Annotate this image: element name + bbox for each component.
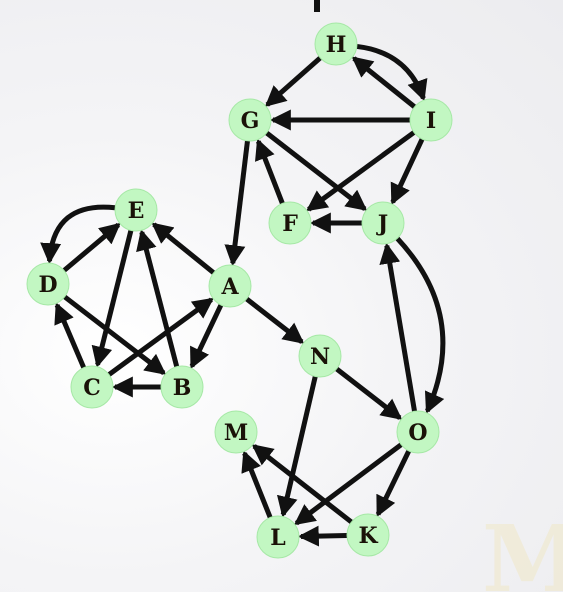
edge-n-to-l (277, 375, 318, 518)
node-d: D (26, 262, 70, 306)
node-label: G (241, 108, 260, 134)
node-b: B (160, 365, 204, 409)
edges-layer (40, 43, 446, 547)
node-label: C (83, 375, 101, 401)
edge-h-to-g (264, 56, 322, 107)
node-circle (268, 201, 312, 245)
node-label: J (376, 211, 388, 237)
edge-o-to-k (375, 449, 412, 518)
nodes-layer: A B C D E F G H I J K L M N O (26, 22, 453, 559)
node-circle (208, 264, 252, 308)
node-o: O (396, 410, 440, 454)
edge-o-to-j (379, 242, 417, 412)
node-a: A (208, 264, 252, 308)
edge-k-to-l (297, 525, 348, 547)
edge-i-to-f (306, 130, 416, 212)
node-circle (70, 365, 114, 409)
node-label: M (224, 420, 248, 446)
edge-c-to-a (107, 297, 214, 377)
node-circle (114, 188, 158, 232)
node-circle (409, 98, 453, 142)
node-m: M (214, 410, 258, 454)
edge-a-to-n (245, 296, 305, 344)
edge-a-to-e (151, 222, 216, 275)
edge-o-to-l (293, 442, 403, 526)
watermark-letter: M (482, 505, 563, 592)
edge-e-to-c (91, 229, 134, 368)
node-label: H (326, 32, 347, 58)
edge-d-to-e (62, 222, 121, 273)
edge-h-to-i (356, 43, 428, 102)
node-label: O (408, 420, 427, 446)
edge-j-to-o (395, 236, 446, 414)
node-circle (314, 22, 358, 66)
node-n: N (298, 334, 342, 378)
node-label: D (38, 272, 57, 298)
edge-g-to-a (224, 140, 250, 267)
node-label: B (173, 375, 192, 401)
node-label: I (426, 108, 436, 134)
edge-i-to-j (390, 137, 425, 206)
node-i: I (409, 98, 453, 142)
node-circle (214, 410, 258, 454)
node-f: F (268, 201, 312, 245)
node-j: J (361, 201, 405, 245)
node-circle (298, 334, 342, 378)
node-k: K (346, 513, 390, 557)
edge-d-to-b (63, 294, 167, 375)
edge-i-to-h (351, 56, 417, 109)
node-circle (396, 410, 440, 454)
node-circle (346, 513, 390, 557)
edge-l-to-m (241, 450, 273, 519)
edge-n-to-o (335, 366, 403, 420)
edge-k-to-m (251, 444, 353, 525)
node-circle (160, 365, 204, 409)
node-label: F (282, 211, 298, 237)
node-l: L (256, 515, 300, 559)
node-g: G (228, 98, 272, 142)
node-circle (26, 262, 70, 306)
edge-g-to-j (265, 130, 368, 211)
edge-a-to-b (189, 303, 224, 370)
node-label: L (270, 525, 285, 551)
edge-b-to-e (136, 229, 180, 368)
node-label: A (220, 274, 239, 300)
edge-c-to-d (54, 302, 87, 369)
node-label: K (358, 523, 378, 549)
node-h: H (314, 22, 358, 66)
top-edge-mark (314, 0, 320, 12)
node-circle (228, 98, 272, 142)
node-circle (256, 515, 300, 559)
edge-f-to-g (255, 138, 285, 205)
node-circle (361, 201, 405, 245)
node-c: C (70, 365, 114, 409)
node-e: E (114, 188, 158, 232)
node-label: N (310, 344, 330, 370)
edge-e-to-d (40, 204, 116, 265)
node-label: E (128, 198, 145, 224)
